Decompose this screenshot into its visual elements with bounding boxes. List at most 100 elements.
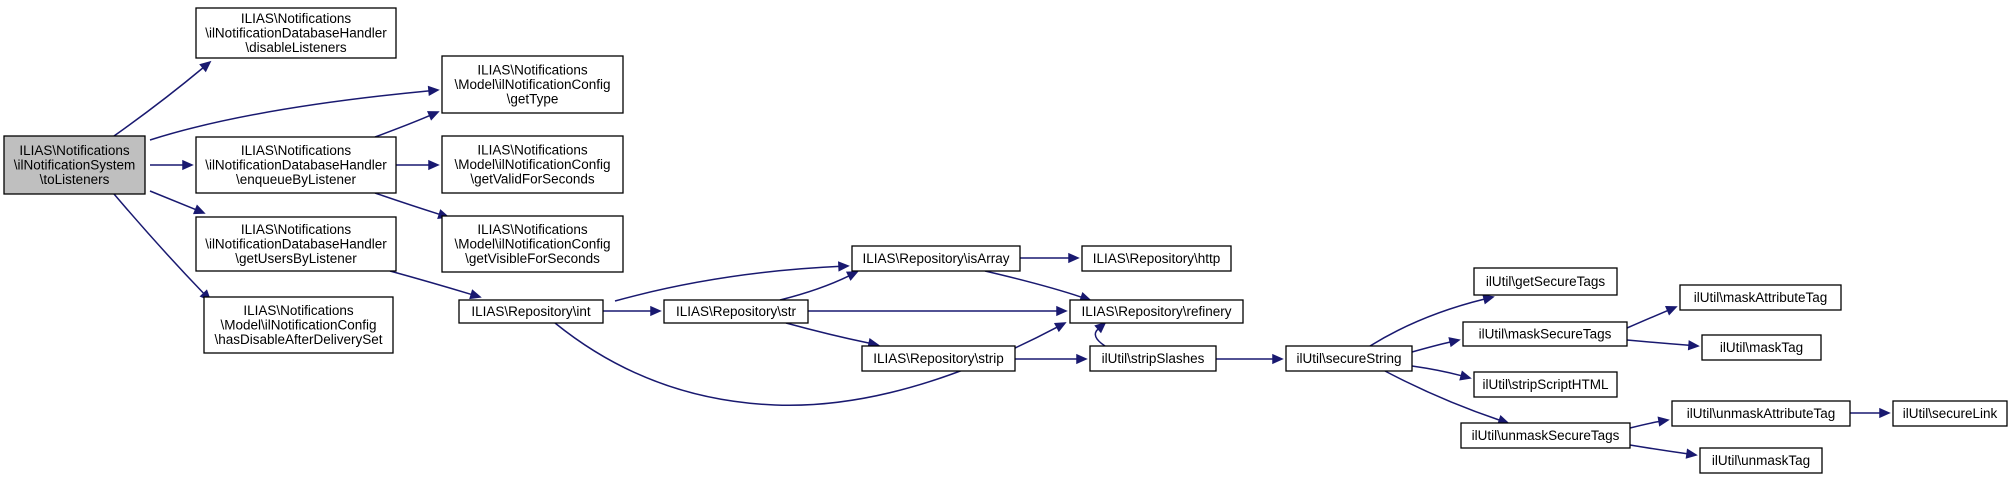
edge-isArray-to-refinery [984,270,1092,302]
edge-secureString-to-getSecureTags [1369,294,1495,347]
node-label-line: \ilNotificationDatabaseHandler [205,237,387,252]
node-box [203,296,394,354]
edge-line [1626,309,1669,329]
node-maskSecureTags[interactable]: ilUtil\maskSecureTags [1462,321,1628,347]
edge-line [1629,420,1660,429]
edge-line [984,270,1082,298]
edge-line [113,67,204,137]
node-box [851,245,1021,272]
edge-line [779,275,850,301]
edge-root-to-getUsersByListener [149,190,206,215]
node-label-line: ilUtil\unmaskSecureTags [1472,428,1620,443]
node-strip[interactable]: ILIAS\Repository\strip [861,345,1016,372]
node-refinery[interactable]: ILIAS\Repository\refinery [1069,299,1244,324]
arrowhead-icon [1687,340,1700,351]
node-str[interactable]: ILIAS\Repository\str [663,299,809,324]
node-stripScriptHTML[interactable]: ilUtil\stripScriptHTML [1473,371,1618,398]
node-label-line: \ilNotificationSystem [14,158,136,173]
node-label-line: \Model\ilNotificationConfig [454,77,610,92]
node-label-line: ilUtil\maskAttributeTag [1694,290,1828,305]
node-box [1081,245,1232,272]
node-unmaskAttributeTag[interactable]: ilUtil\unmaskAttributeTag [1671,400,1851,427]
node-getSecureTags[interactable]: ilUtil\getSecureTags [1473,267,1618,296]
edge-isArray-to-http [1020,252,1080,264]
arrowhead-icon [1076,353,1088,365]
arrowhead-icon [1657,416,1670,427]
node-label-line: ILIAS\Notifications [19,143,130,158]
edge-enqueueByListener-to-getValidForSeconds [396,159,440,171]
arrowhead-icon [1685,448,1698,459]
node-enqueueByListener[interactable]: ILIAS\Notifications\ilNotificationDataba… [195,136,397,194]
node-label-line: ILIAS\Notifications [477,63,588,78]
nodes-layer: ILIAS\Notifications\ilNotificationSystem… [3,7,2008,474]
node-getVisibleForSeconds[interactable]: ILIAS\Notifications\Model\ilNotification… [441,215,624,273]
node-disableListeners[interactable]: ILIAS\Notifications\ilNotificationDataba… [195,7,397,59]
node-label-line: \Model\ilNotificationConfig [454,157,610,172]
node-box [195,216,397,272]
node-box [1473,267,1618,296]
arrowhead-icon [199,60,212,73]
arrowhead-icon [427,85,440,97]
arrowhead-icon [1448,337,1461,348]
edge-unmaskSecureTags-to-unmaskTag [1629,444,1698,459]
node-label-line: \enqueueByListener [236,172,357,187]
edge-line [1384,370,1500,421]
edge-line [1094,328,1106,347]
node-label-line: ILIAS\Repository\isArray [862,251,1009,266]
arrowhead-icon [1094,321,1107,334]
node-secureLink[interactable]: ilUtil\secureLink [1892,400,2008,427]
node-label-line: ILIAS\Repository\strip [873,351,1004,366]
edge-int-to-str [603,305,662,317]
edge-line [1629,444,1688,455]
edge-root-to-getType [149,85,440,141]
node-int[interactable]: ILIAS\Repository\int [458,299,604,324]
edge-line [389,270,472,296]
node-label-line: ilUtil\getSecureTags [1486,274,1606,289]
arrowhead-icon [650,305,662,317]
arrowhead-icon [1272,353,1284,365]
node-label-line: ILIAS\Repository\str [676,304,797,319]
edge-line [1369,298,1485,347]
node-label-line: \getUsersByListener [235,251,357,266]
node-secureString[interactable]: ilUtil\secureString [1285,345,1413,372]
arrowhead-icon [1053,322,1067,333]
node-hasDisableAfterDeliverySet[interactable]: ILIAS\Notifications\Model\ilNotification… [203,296,394,354]
node-getValidForSeconds[interactable]: ILIAS\Notifications\Model\ilNotification… [441,135,624,194]
node-isArray[interactable]: ILIAS\Repository\isArray [851,245,1021,272]
edge-line [1626,339,1690,347]
edge-maskSecureTags-to-maskAttributeTag [1626,306,1678,329]
arrowhead-icon [1665,306,1678,316]
node-box [1285,345,1413,372]
node-getUsersByListener[interactable]: ILIAS\Notifications\ilNotificationDataba… [195,216,397,272]
node-label-line: ilUtil\secureString [1296,351,1401,366]
node-label-line: \disableListeners [245,40,347,55]
node-label-line: \getValidForSeconds [470,172,595,187]
edge-line [374,114,431,138]
arrowhead-icon [838,261,850,272]
node-box [1679,284,1842,311]
edge-line [113,193,205,295]
node-unmaskSecureTags[interactable]: ilUtil\unmaskSecureTags [1460,422,1631,449]
arrowhead-icon [182,159,194,171]
node-unmaskTag[interactable]: ilUtil\unmaskTag [1699,447,1823,474]
node-box [441,135,624,194]
node-box [441,215,624,273]
arrowhead-icon [1068,252,1080,264]
node-maskTag[interactable]: ilUtil\maskTag [1701,334,1822,361]
node-label-line: ILIAS\Repository\http [1093,251,1221,266]
edge-line [1411,365,1462,377]
node-label-line: ilUtil\secureLink [1903,406,1998,421]
node-label-line: \ilNotificationDatabaseHandler [205,26,387,41]
edge-root-to-enqueueByListener [150,159,194,171]
node-http[interactable]: ILIAS\Repository\http [1081,245,1232,272]
node-stripSlashes[interactable]: ilUtil\stripSlashes [1089,345,1217,372]
node-box [195,136,397,194]
edge-enqueueByListener-to-getType [374,111,440,138]
node-box [1460,422,1631,449]
node-maskAttributeTag[interactable]: ilUtil\maskAttributeTag [1679,284,1842,311]
node-root[interactable]: ILIAS\Notifications\ilNotificationSystem… [3,135,146,195]
node-getType[interactable]: ILIAS\Notifications\Model\ilNotification… [441,55,624,114]
edge-stripSlashes-to-secureString [1216,353,1284,365]
node-label-line: ILIAS\Repository\int [471,304,591,319]
node-label-line: ilUtil\unmaskAttributeTag [1687,406,1836,421]
